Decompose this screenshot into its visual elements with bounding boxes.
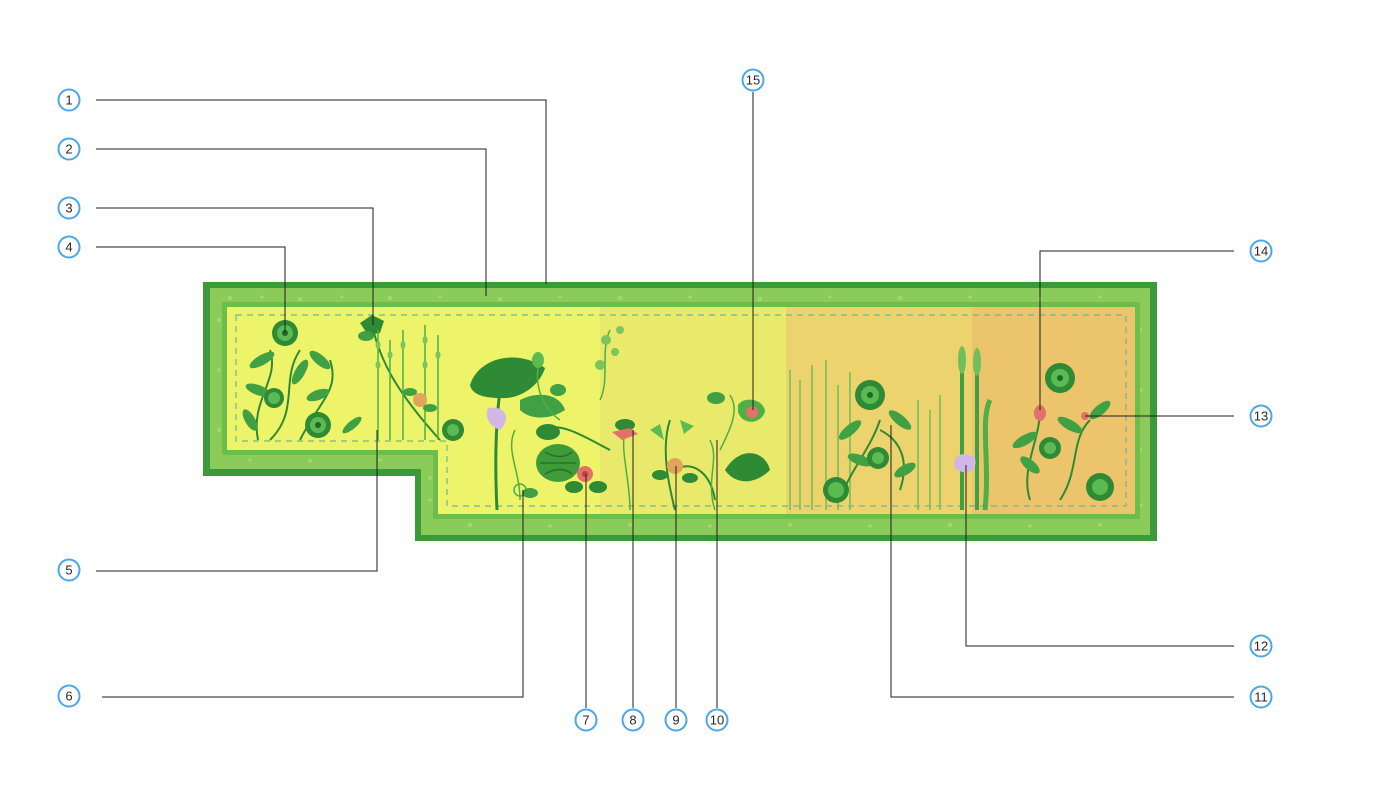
callout-number-6: 6: [65, 689, 72, 704]
leader-line-2: [96, 148, 487, 296]
callout-marker-6[interactable]: 6: [57, 684, 81, 708]
passionflower-11-bottom: [823, 477, 849, 503]
leader-line-3: [96, 207, 374, 325]
callout-marker-12[interactable]: 12: [1249, 634, 1273, 658]
flower-14: [1034, 405, 1046, 421]
passionflower-11-mid: [867, 447, 889, 469]
border-texture: [217, 295, 1143, 528]
callout-marker-11[interactable]: 11: [1249, 685, 1273, 709]
orange-flower-left: [403, 388, 437, 412]
callout-marker-3[interactable]: 3: [57, 196, 81, 220]
callout-marker-9[interactable]: 9: [664, 708, 688, 732]
callout-number-11: 11: [1254, 690, 1268, 705]
callout-markers: 1 2 3 4 5 6 7 8: [57, 68, 1273, 732]
plant-8: [595, 326, 638, 511]
callout-marker-1[interactable]: 1: [57, 88, 81, 112]
plant-3: [358, 315, 441, 441]
passionflower-small: [442, 419, 464, 441]
plant-6: [510, 352, 566, 501]
callout-number-5: 5: [65, 563, 72, 578]
passionflower-vine-left: [242, 320, 362, 441]
flower-7: [565, 466, 607, 493]
large-leaf-plant: [470, 357, 565, 511]
callout-number-1: 1: [65, 93, 72, 108]
callout-number-3: 3: [65, 201, 72, 216]
leader-line-1: [96, 99, 547, 284]
zone-orange-1: [786, 307, 972, 514]
plant-15-flower: [738, 399, 765, 422]
watermelon: [536, 424, 611, 482]
leader-lines: [96, 92, 1234, 708]
leader-line-6: [102, 490, 524, 698]
grass-stems-right: [917, 395, 941, 510]
passionflower-right-bottom: [1086, 473, 1114, 501]
plant-10: [707, 392, 770, 511]
passionflower-right-top: [1045, 363, 1075, 393]
callout-number-2: 2: [65, 142, 72, 157]
callout-number-4: 4: [65, 240, 72, 255]
leader-line-14: [1039, 250, 1234, 410]
leader-line-5: [96, 430, 378, 572]
passionflower-left-bottom: [305, 412, 331, 438]
flower-9: [650, 419, 716, 511]
callout-marker-7[interactable]: 7: [574, 708, 598, 732]
callout-marker-8[interactable]: 8: [621, 708, 645, 732]
garden-bed: [203, 282, 1157, 541]
callout-number-15: 15: [746, 73, 760, 88]
plant-5-buds: [375, 336, 441, 369]
callout-number-13: 13: [1254, 409, 1268, 424]
callout-number-14: 14: [1254, 244, 1268, 259]
leader-line-4: [96, 246, 286, 333]
callout-number-9: 9: [672, 713, 679, 728]
callout-number-12: 12: [1254, 639, 1268, 654]
callout-marker-15[interactable]: 15: [741, 68, 765, 92]
bed-dashed-line: [235, 314, 1127, 507]
passionflower-vine-11: [823, 380, 916, 503]
plant-12-corn: [954, 346, 993, 511]
callout-marker-5[interactable]: 5: [57, 558, 81, 582]
callout-marker-10[interactable]: 10: [705, 708, 729, 732]
callout-marker-4[interactable]: 4: [57, 235, 81, 259]
callout-marker-2[interactable]: 2: [57, 137, 81, 161]
passionflower-right-mid: [1039, 437, 1061, 459]
callout-number-8: 8: [629, 713, 636, 728]
passionflower-vine-right: [1012, 363, 1114, 501]
leader-line-12: [965, 465, 1234, 647]
callout-number-10: 10: [710, 713, 724, 728]
callout-marker-14[interactable]: 14: [1249, 239, 1273, 263]
callout-number-7: 7: [582, 713, 589, 728]
callout-marker-13[interactable]: 13: [1249, 404, 1273, 428]
passionflower-11-top: [855, 380, 885, 410]
leader-line-11: [890, 425, 1234, 698]
passionflower-left-mid: [264, 388, 284, 408]
plants: [242, 315, 1114, 511]
